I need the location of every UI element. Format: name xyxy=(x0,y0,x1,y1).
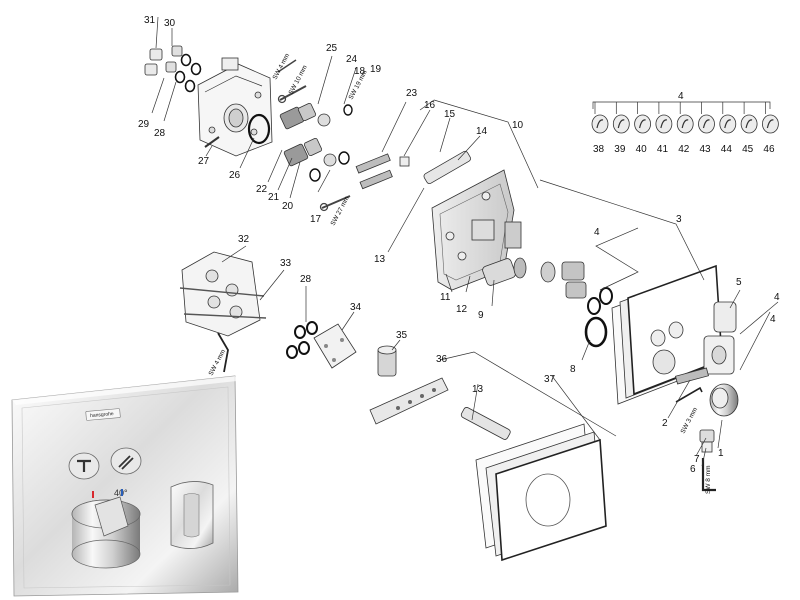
knob-1-and-spindle-2 xyxy=(675,367,739,417)
cartridge-assembly xyxy=(279,102,353,182)
label-14: 14 xyxy=(476,126,488,137)
tool-sw4-top: SW 4 mm xyxy=(272,52,292,80)
variant-cap-45: 45 xyxy=(740,102,758,155)
label-36: 36 xyxy=(436,354,448,365)
tool-sw4-left: SW 4 mm xyxy=(208,348,228,376)
label-42: 42 xyxy=(678,144,690,155)
cold-marker xyxy=(121,489,123,496)
label-18: 18 xyxy=(354,66,366,77)
stem-13-lower xyxy=(460,407,511,440)
label-15: 15 xyxy=(444,109,456,120)
thermostat-knob xyxy=(71,496,141,569)
label-6: 6 xyxy=(690,464,696,475)
label-12: 12 xyxy=(456,304,468,315)
extension-stems xyxy=(355,150,471,190)
label-46: 46 xyxy=(763,144,775,155)
mounting-frame-10 xyxy=(431,169,522,291)
label-10: 10 xyxy=(512,120,524,131)
label-13-upper: 13 xyxy=(374,254,386,265)
label-8: 8 xyxy=(570,364,576,375)
label-27: 27 xyxy=(198,156,210,167)
label-4-right-b: 4 xyxy=(770,314,776,325)
allen-key-3mm xyxy=(675,386,703,403)
variant-cap-46: 46 xyxy=(762,102,779,155)
variant-caps-row: 38 39 40 41 42 43 44 45 46 xyxy=(591,102,779,155)
basic-body-housing xyxy=(197,57,273,157)
caps-and-seals-left xyxy=(144,45,202,93)
label-37: 37 xyxy=(544,374,556,385)
label-28-lower: 28 xyxy=(300,274,312,285)
label-32: 32 xyxy=(238,234,250,245)
part-numbers: 31 30 29 28 27 26 22 21 20 25 24 18 19 1… xyxy=(138,15,780,475)
finish-plate-3 xyxy=(611,264,723,405)
label-33: 33 xyxy=(280,258,292,269)
label-22: 22 xyxy=(256,184,268,195)
variant-cap-41: 41 xyxy=(655,102,673,155)
o-rings-28 xyxy=(286,321,318,359)
label-4-right-a: 4 xyxy=(774,292,780,303)
label-7: 7 xyxy=(694,454,700,465)
tool-sw3: SW 3 mm xyxy=(680,406,700,434)
allen-key-8mm xyxy=(701,458,716,492)
rail-36 xyxy=(369,377,449,425)
label-34: 34 xyxy=(350,302,362,313)
variant-cap-42: 42 xyxy=(676,102,694,155)
label-43: 43 xyxy=(700,144,712,155)
variant-cap-40: 40 xyxy=(634,102,651,155)
label-1: 1 xyxy=(718,448,724,459)
label-26: 26 xyxy=(229,170,241,181)
label-31: 31 xyxy=(144,15,156,26)
label-38: 38 xyxy=(593,144,605,155)
product-photo: hansgrohe 40° xyxy=(11,375,239,597)
label-3: 3 xyxy=(676,214,682,225)
leader-lines xyxy=(151,16,779,467)
label-35: 35 xyxy=(396,330,408,341)
shower-holder-outlet xyxy=(170,481,214,549)
seal-plate-34 xyxy=(313,323,357,369)
label-19: 19 xyxy=(370,64,382,75)
variant-cap-44: 44 xyxy=(719,102,737,155)
installation-plate-37 xyxy=(475,423,607,562)
label-20: 20 xyxy=(282,201,294,212)
connector-35 xyxy=(377,345,397,377)
label-9: 9 xyxy=(478,310,484,321)
label-40: 40 xyxy=(636,144,648,155)
brand-label: hansgrohe xyxy=(90,411,114,419)
label-16: 16 xyxy=(424,100,436,111)
variant-cap-43: 43 xyxy=(698,102,715,155)
label-44: 44 xyxy=(721,144,733,155)
label-13-lower: 13 xyxy=(472,384,484,395)
label-5: 5 xyxy=(736,277,742,288)
label-2: 2 xyxy=(662,418,668,429)
label-4-center: 4 xyxy=(594,227,600,238)
shower-holder-5 xyxy=(703,301,737,375)
label-25: 25 xyxy=(326,43,338,54)
label-17: 17 xyxy=(310,214,322,225)
o-ring-26 xyxy=(247,113,271,145)
tool-sw8: SW 8 mm xyxy=(705,465,712,494)
label-45: 45 xyxy=(742,144,754,155)
hot-marker xyxy=(92,491,94,498)
label-30: 30 xyxy=(164,18,176,29)
thermostat-cartridge-9 xyxy=(482,257,527,286)
label-41: 41 xyxy=(657,144,669,155)
label-28-top: 28 xyxy=(154,128,166,139)
variant-cap-38: 38 xyxy=(591,102,609,155)
label-11: 11 xyxy=(440,292,451,303)
label-4-top: 4 xyxy=(678,91,684,102)
plaster-guard-32 xyxy=(179,251,267,337)
variant-cap-39: 39 xyxy=(612,102,630,155)
allen-key-4mm-left xyxy=(217,332,229,373)
label-39: 39 xyxy=(614,144,626,155)
small-parts-6-7 xyxy=(699,429,715,453)
valves-and-seals-center xyxy=(540,261,613,348)
label-29: 29 xyxy=(138,119,150,130)
label-23: 23 xyxy=(406,88,418,99)
label-24: 24 xyxy=(346,54,358,65)
label-21: 21 xyxy=(268,192,280,203)
wrench-tools-top xyxy=(277,59,351,212)
